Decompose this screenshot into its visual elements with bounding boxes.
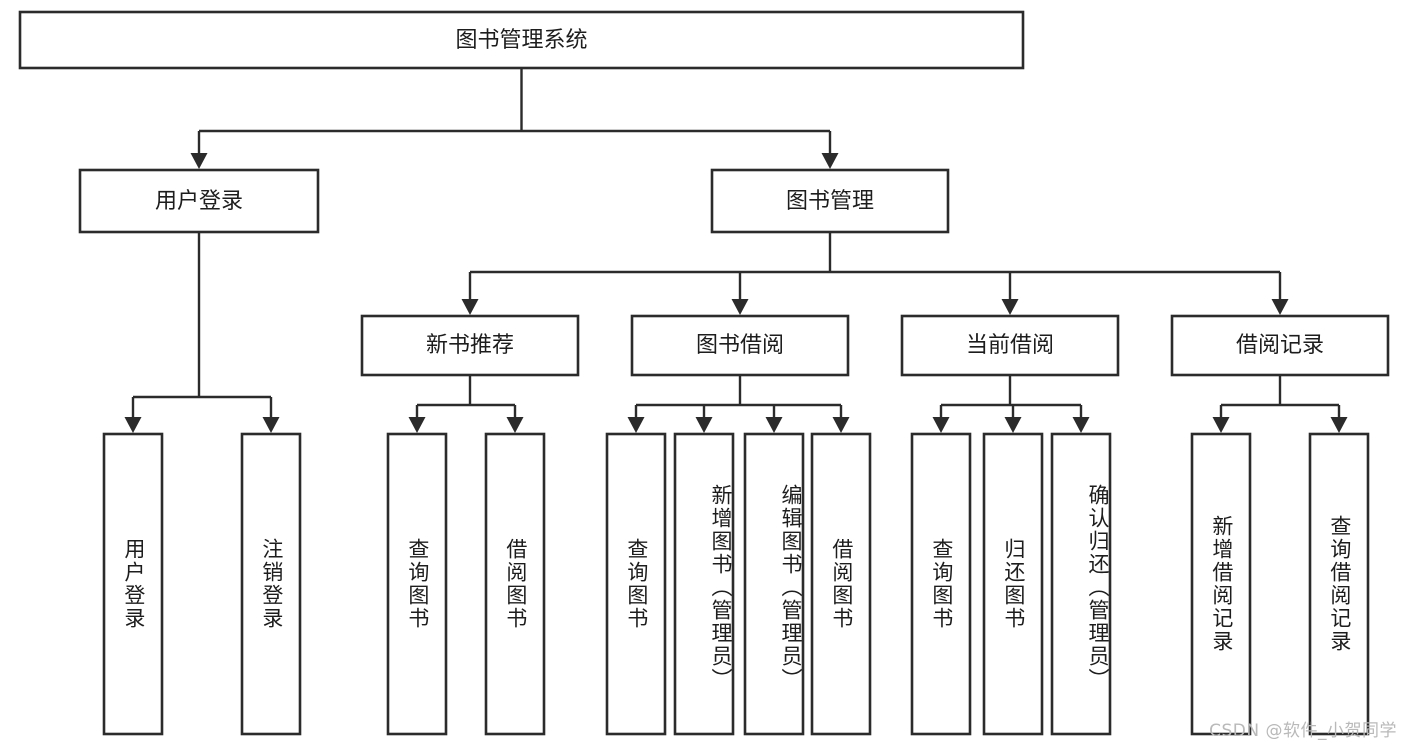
leaf-rect-borrow-query[interactable] [605, 432, 667, 736]
connector-group-root [190, 68, 839, 169]
arrowhead-leaf-rec-add [1212, 417, 1230, 433]
leaf-rect-rec-add[interactable] [1190, 432, 1252, 736]
leaf-rect-rec-query[interactable] [386, 432, 448, 736]
arrowhead-leaf-rec-borrow [506, 417, 524, 433]
leaf-rect-borrow-lend[interactable] [810, 432, 872, 736]
arrowhead-book-borrow [731, 299, 749, 315]
arrowhead-leaf-borrow-add [695, 417, 713, 433]
node-book-manage[interactable]: 图书管理 [710, 168, 950, 234]
leaf-rect-rec-query2[interactable] [1308, 432, 1370, 736]
node-book-borrow-label: 图书借阅 [696, 333, 784, 358]
leaf-rect-user-logout[interactable] [240, 432, 302, 736]
arrowhead-borrow-record [1271, 299, 1289, 315]
node-root[interactable]: 图书管理系统 [18, 10, 1025, 70]
node-book-manage-label: 图书管理 [786, 189, 874, 214]
node-new-book-rec[interactable]: 新书推荐 [360, 314, 580, 377]
leaf-rect-borrow-edit[interactable] [743, 432, 805, 736]
connector-group-book-borrow [627, 375, 850, 433]
connector-group-book-manage [461, 232, 1289, 315]
arrowhead-leaf-borrow-query [627, 417, 645, 433]
arrowhead-book-manage [821, 153, 839, 169]
leaf-rect-cur-return[interactable] [982, 432, 1044, 736]
connector-group-borrow-record [1212, 375, 1348, 433]
leaf-boxes [102, 432, 1370, 736]
leaf-rect-borrow-add[interactable] [673, 432, 735, 736]
csdn-watermark: CSDN @软件_小贺同学 [1209, 721, 1397, 741]
arrowhead-new-book-rec [461, 299, 479, 315]
arrowhead-current-borrow [1001, 299, 1019, 315]
arrowhead-leaf-user-login [124, 417, 142, 433]
node-new-book-rec-label: 新书推荐 [426, 333, 514, 358]
node-book-borrow[interactable]: 图书借阅 [630, 314, 850, 377]
node-book-manage-rect[interactable] [710, 168, 950, 234]
node-user-login-rect[interactable] [78, 168, 320, 234]
node-borrow-record-rect[interactable] [1170, 314, 1390, 377]
arrowhead-leaf-cur-return [1004, 417, 1022, 433]
arrowhead-leaf-cur-confirm [1072, 417, 1090, 433]
node-current-borrow[interactable]: 当前借阅 [900, 314, 1120, 377]
arrowhead-leaf-rec-query2 [1330, 417, 1348, 433]
leaf-rect-user-login[interactable] [102, 432, 164, 736]
arrowhead-leaf-rec-query [408, 417, 426, 433]
node-borrow-record[interactable]: 借阅记录 [1170, 314, 1390, 377]
arrowhead-leaf-cur-query [932, 417, 950, 433]
node-current-borrow-label: 当前借阅 [966, 333, 1054, 358]
leaf-rect-rec-borrow[interactable] [484, 432, 546, 736]
node-book-borrow-rect[interactable] [630, 314, 850, 377]
connector-group-new-book-rec [408, 375, 524, 433]
arrowhead-leaf-user-logout [262, 417, 280, 433]
node-borrow-record-label: 借阅记录 [1236, 333, 1324, 358]
node-root-rect[interactable] [18, 10, 1025, 70]
arrowhead-user-login [190, 153, 208, 169]
node-user-login[interactable]: 用户登录 [78, 168, 320, 234]
connector-group-current-borrow [932, 375, 1090, 433]
node-new-book-rec-rect[interactable] [360, 314, 580, 377]
leaf-rect-cur-confirm[interactable] [1050, 432, 1112, 736]
arrowhead-leaf-borrow-edit [765, 417, 783, 433]
connector-group-user-login [124, 232, 280, 433]
leaf-rect-cur-query[interactable] [910, 432, 972, 736]
node-root-label: 图书管理系统 [455, 28, 587, 53]
arrowhead-leaf-borrow-lend [832, 417, 850, 433]
node-current-borrow-rect[interactable] [900, 314, 1120, 377]
node-user-login-label: 用户登录 [155, 189, 243, 214]
